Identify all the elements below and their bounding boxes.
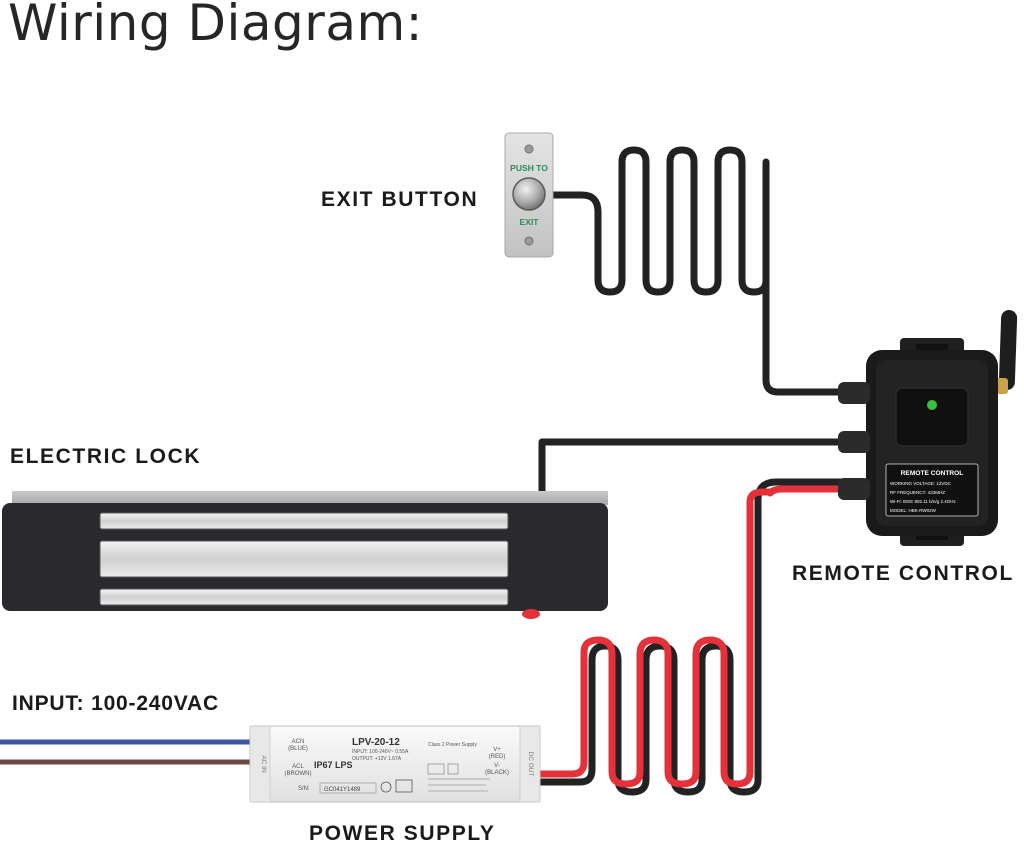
certification-marks-icon — [380, 763, 459, 793]
power-supply-label: POWER SUPPLY — [309, 822, 496, 843]
exit-button-wire — [549, 146, 854, 396]
psu-vminus: V- — [494, 763, 500, 769]
lock-strip-middle — [99, 540, 509, 578]
gland-exit — [838, 382, 870, 404]
psu-acn-color: (BLUE) — [288, 746, 308, 752]
input-voltage-label: INPUT: 100-240VAC — [12, 692, 219, 715]
psu-serial-prefix: S/N: — [298, 786, 310, 792]
diagram-title: Wiring Diagram: — [8, 0, 424, 52]
psu-output-rating: OUTPUT: +12V 1.67A — [352, 756, 402, 762]
lock-indicator-led — [522, 609, 540, 619]
lock-strip-bottom — [99, 588, 509, 606]
spec-label-line: MODEL: HBK-RW02W — [890, 508, 937, 513]
psu-acl-color: (BROWN) — [285, 771, 312, 777]
psu-end-dc: DC OUT — [527, 752, 534, 777]
spec-label — [885, 463, 979, 517]
exit-button-label: EXIT BUTTON — [321, 188, 479, 211]
psu-red-wire — [536, 485, 854, 788]
psu-vplus: V+ — [493, 747, 501, 753]
spec-label-line: RF FREQUENCY: 433MHZ — [890, 490, 945, 495]
lock-wire — [538, 438, 850, 492]
psu-acl: ACL — [292, 764, 304, 770]
gland-lock — [838, 431, 870, 453]
spec-label-line: Wi-Fi: IEEE 802.11 b/n/g 2.4GHz — [890, 499, 956, 504]
status-led — [927, 400, 937, 410]
spec-label-line: WORKING VOLTAGE: 12VDC — [890, 481, 952, 486]
plate-screw-bottom — [524, 236, 534, 246]
psu-fine-print — [428, 778, 490, 792]
lock-strip-top — [99, 512, 509, 530]
remote-control-label: REMOTE CONTROL — [792, 562, 1014, 585]
psu-vminus-color: (BLACK) — [485, 770, 509, 776]
power-supply: AC IN DC OUT LPV-20-12 Class 2 Power Sup… — [249, 725, 541, 803]
spec-label-title: REMOTE CONTROL — [901, 470, 964, 477]
psu-class: Class 2 Power Supply — [428, 742, 477, 748]
psu-vplus-color: (RED) — [489, 754, 506, 760]
status-window — [895, 387, 969, 447]
plate-screw-top — [524, 144, 534, 154]
push-button-icon — [512, 177, 546, 211]
electric-lock-label: ELECTRIC LOCK — [10, 445, 202, 468]
plate-top-text: PUSH TO — [510, 163, 548, 173]
electric-lock — [2, 491, 608, 619]
psu-acn: ACN — [292, 739, 305, 745]
antenna-icon — [998, 310, 1018, 390]
psu-end-ac: AC IN — [260, 755, 267, 773]
plate-bottom-text: EXIT — [520, 217, 540, 227]
psu-ip-rating: IP67 LPS — [314, 760, 353, 770]
psu-serial: GC041Y1489 — [324, 787, 361, 793]
exit-button[interactable]: PUSH TO EXIT — [504, 132, 554, 258]
psu-input-rating: INPUT: 100-240V~ 0.55A — [352, 749, 409, 755]
gland-power — [838, 478, 870, 500]
remote-control-device: REMOTE CONTROL WORKING VOLTAGE: 12VDC RF… — [838, 310, 1018, 546]
lock-armature-plate — [12, 491, 608, 505]
psu-model: LPV-20-12 — [352, 737, 400, 748]
